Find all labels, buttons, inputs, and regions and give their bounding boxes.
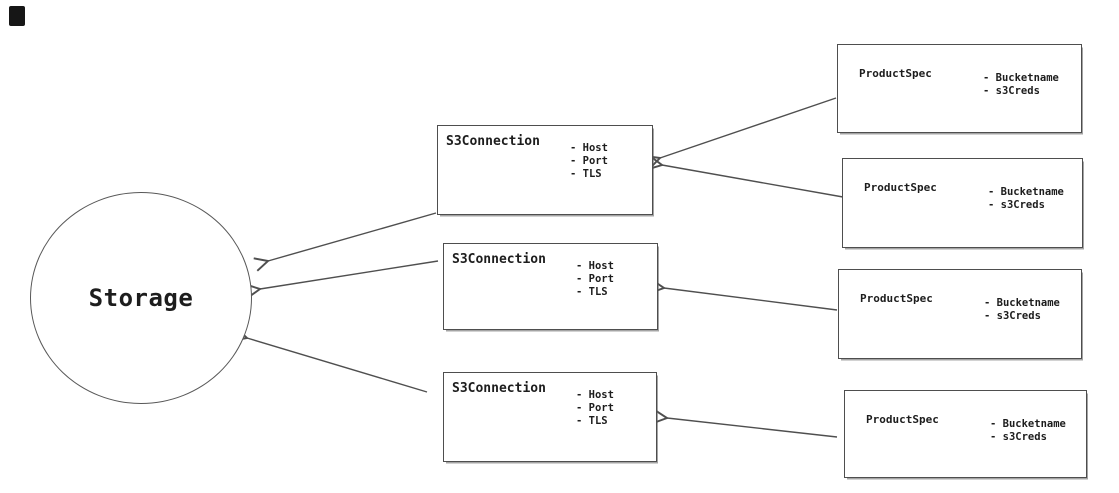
- arrow-productspec4-to-s3connection3: [653, 409, 838, 438]
- node-product-spec-1: ProductSpec - Bucketname- s3Creds: [837, 44, 1082, 133]
- node-product-spec-3: ProductSpec - Bucketname- s3Creds: [838, 269, 1082, 359]
- arrow-s3connection3-to-storage: [232, 327, 428, 393]
- s3-connection-title: S3Connection: [452, 252, 546, 267]
- attribute-port: - Port: [576, 273, 614, 285]
- s3-connection-title: S3Connection: [446, 134, 540, 149]
- attribute-s3creds: - s3Creds: [984, 309, 1041, 322]
- attribute-port: - Port: [570, 155, 608, 167]
- s3-connection-attributes: - Host- Port- TLS: [576, 389, 614, 428]
- attribute-host: - Host: [570, 142, 608, 154]
- attribute-s3creds: - s3Creds: [990, 430, 1047, 443]
- attribute-bucketname: - Bucketname: [984, 297, 1060, 309]
- node-product-spec-2: ProductSpec - Bucketname- s3Creds: [842, 158, 1083, 248]
- arrow-productspec1-to-s3connection1: [645, 97, 837, 170]
- attribute-tls: - TLS: [576, 286, 608, 298]
- node-product-spec-4: ProductSpec - Bucketname- s3Creds: [844, 390, 1087, 478]
- product-spec-title: ProductSpec: [864, 181, 937, 194]
- product-spec-attributes: - Bucketname- s3Creds: [984, 297, 1060, 322]
- node-storage: Storage: [30, 192, 252, 404]
- node-s3-connection-3: S3Connection - Host- Port- TLS: [443, 372, 657, 462]
- product-spec-attributes: - Bucketname- s3Creds: [990, 418, 1066, 443]
- attribute-tls: - TLS: [570, 168, 602, 180]
- product-spec-attributes: - Bucketname- s3Creds: [988, 186, 1064, 211]
- product-spec-title: ProductSpec: [866, 413, 939, 426]
- storage-label: Storage: [88, 284, 194, 312]
- arrow-productspec3-to-s3connection2: [649, 279, 838, 311]
- arrow-s3connection2-to-storage: [245, 260, 439, 299]
- attribute-host: - Host: [576, 389, 614, 401]
- attribute-port: - Port: [576, 402, 614, 414]
- attribute-s3creds: - s3Creds: [983, 84, 1040, 97]
- attribute-bucketname: - Bucketname: [988, 186, 1064, 198]
- attribute-host: - Host: [576, 260, 614, 272]
- attribute-tls: - TLS: [576, 415, 608, 427]
- product-spec-title: ProductSpec: [859, 67, 932, 80]
- attribute-bucketname: - Bucketname: [990, 418, 1066, 430]
- node-s3-connection-2: S3Connection - Host- Port- TLS: [443, 243, 658, 330]
- product-spec-title: ProductSpec: [860, 292, 933, 305]
- attribute-bucketname: - Bucketname: [983, 72, 1059, 84]
- product-spec-attributes: - Bucketname- s3Creds: [983, 72, 1059, 97]
- s3-connection-attributes: - Host- Port- TLS: [576, 260, 614, 299]
- s3-connection-title: S3Connection: [452, 381, 546, 396]
- node-s3-connection-1: S3Connection - Host- Port- TLS: [437, 125, 653, 215]
- attribute-s3creds: - s3Creds: [988, 198, 1045, 211]
- arrow-productspec2-to-s3connection1: [647, 155, 844, 198]
- arrow-s3connection1-to-storage: [253, 212, 437, 272]
- s3-connection-attributes: - Host- Port- TLS: [570, 142, 608, 181]
- corner-square-marker: [9, 6, 25, 26]
